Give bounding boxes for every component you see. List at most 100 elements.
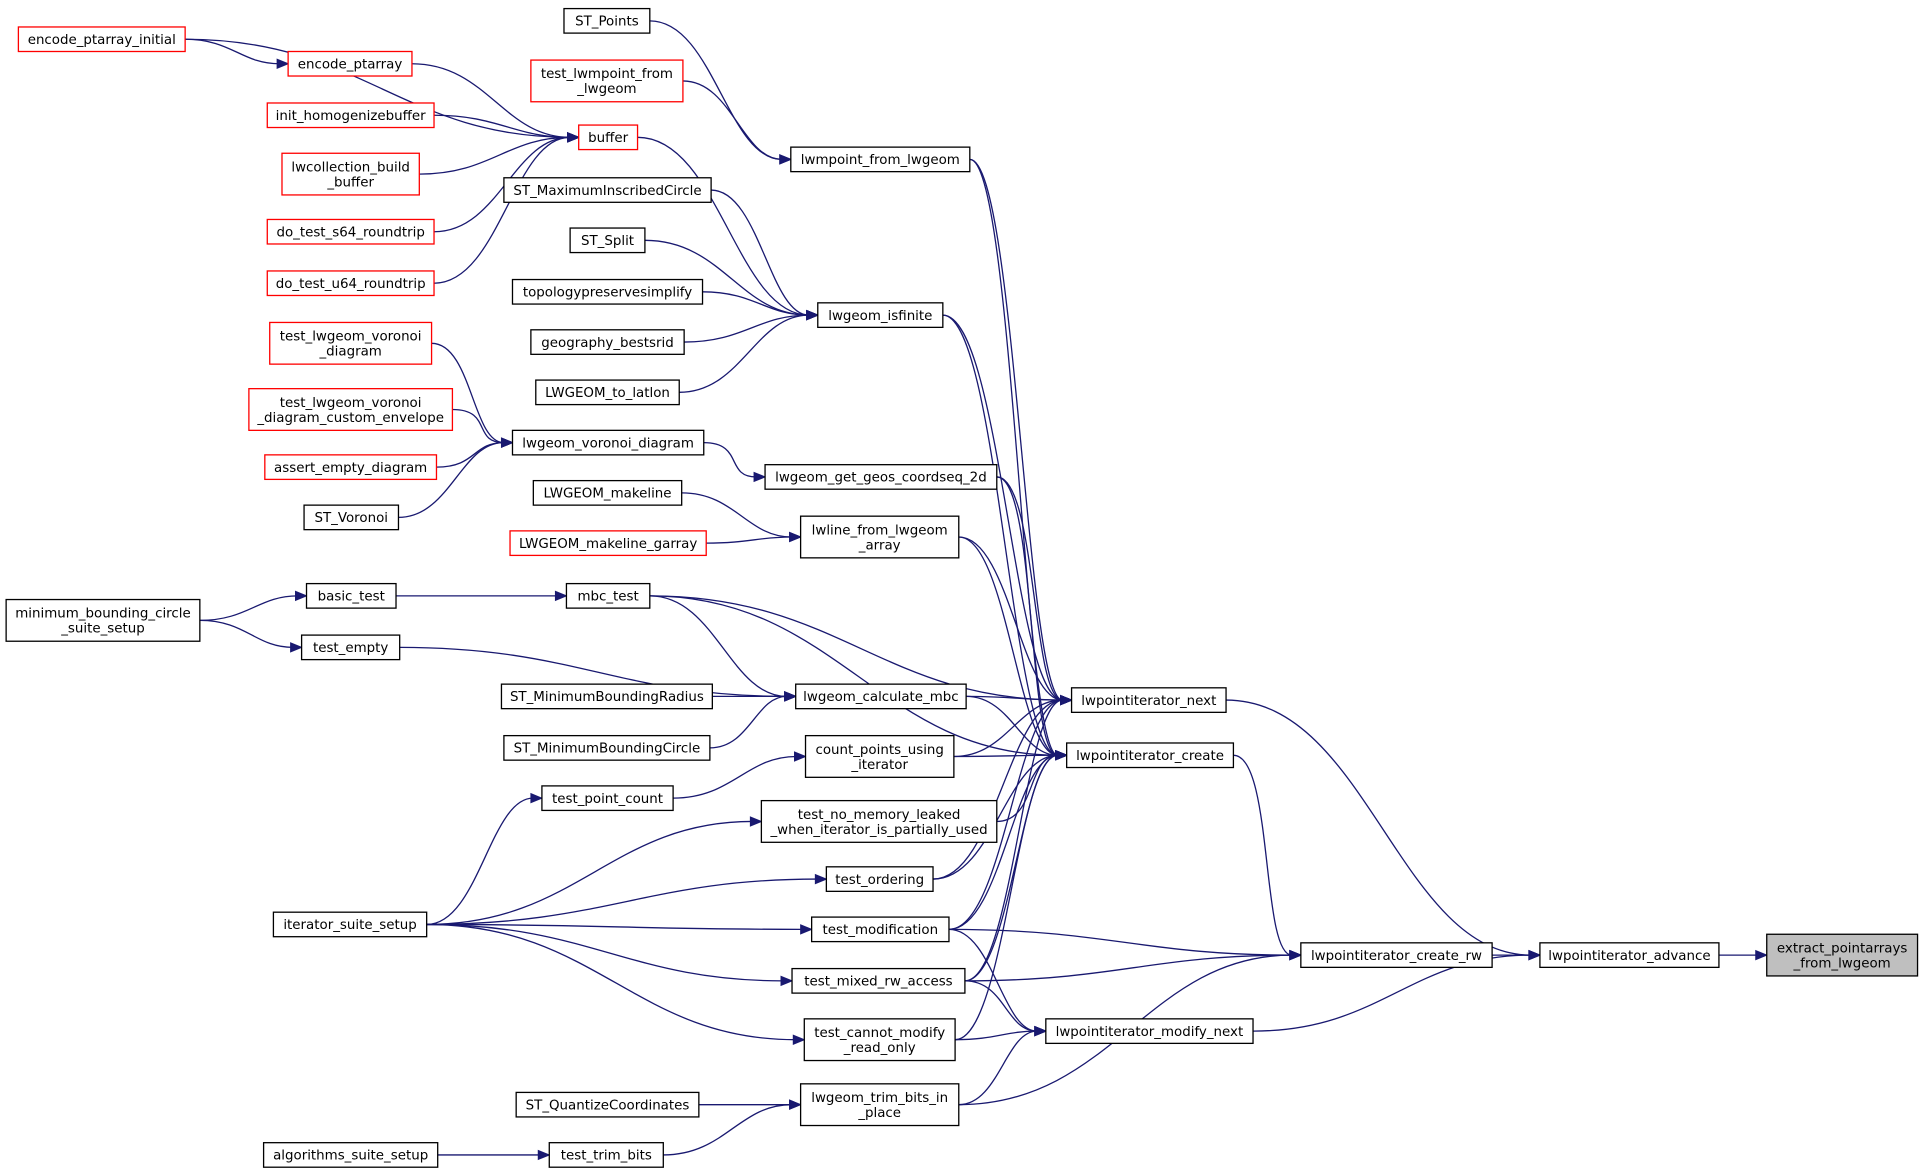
edge-line	[964, 954, 1292, 982]
node-box	[511, 429, 705, 456]
node-box	[563, 7, 651, 34]
edge-arrowhead	[1289, 949, 1303, 961]
edge-arrowhead	[1755, 949, 1769, 961]
node-box	[266, 218, 435, 245]
edge-arrowhead	[800, 924, 813, 935]
node-label: _from_lwgeom	[1793, 956, 1891, 971]
node-no-mem-leak[interactable]: test_no_memory_leaked_when_iterator_is_p…	[760, 799, 998, 843]
node-box	[799, 515, 960, 559]
node-trim-bits[interactable]: lwgeom_trim_bits_in_place	[799, 1083, 960, 1127]
node-modify-next[interactable]: lwpointiterator_modify_next	[1045, 1018, 1254, 1045]
edge-arrowhead	[1528, 949, 1542, 961]
node-st-quantize[interactable]: ST_QuantizeCoordinates	[515, 1091, 700, 1118]
edge-line	[996, 476, 1058, 756]
edge-line	[426, 923, 796, 1041]
node-label: test_modification	[823, 923, 939, 938]
node-test-trim-bits[interactable]: test_trim_bits	[548, 1142, 664, 1168]
node-basic-test[interactable]: basic_test	[305, 582, 397, 609]
edge-arrowhead	[779, 154, 793, 165]
node-label: lwgeom_voronoi_diagram	[522, 436, 694, 451]
node-init-homog[interactable]: init_homogenizebuffer	[266, 102, 435, 129]
node-to-latlon[interactable]: LWGEOM_to_latlon	[535, 379, 680, 406]
edge-lwpoint_from_lwgeom-to-next	[969, 158, 1073, 706]
node-lwcoll-build[interactable]: lwcollection_build_buffer	[281, 152, 420, 196]
node-lwline-from[interactable]: lwline_from_lwgeom_array	[799, 515, 960, 559]
node-makeline[interactable]: LWGEOM_makeline	[532, 479, 683, 506]
node-label: lwpointiterator_next	[1081, 694, 1216, 709]
node-u64[interactable]: do_test_u64_roundtrip	[266, 270, 435, 297]
edge-arrowhead	[806, 309, 820, 321]
edge-line	[637, 136, 809, 316]
node-box	[503, 734, 711, 761]
node-st-points[interactable]: ST_Points	[563, 7, 651, 34]
node-voronoi-custom[interactable]: test_lwgeom_voronoi_diagram_custom_envel…	[248, 388, 454, 431]
edge-line	[682, 80, 782, 161]
node-topo[interactable]: topologypreservesimplify	[511, 278, 704, 305]
edge-line	[933, 699, 1063, 880]
node-voronoi[interactable]: lwgeom_voronoi_diagram	[511, 429, 705, 456]
node-box	[262, 1142, 439, 1168]
node-next[interactable]: lwpointiterator_next	[1070, 687, 1227, 713]
node-lwpoint-from-lwgeom[interactable]: lwmpoint_from_lwgeom	[790, 146, 971, 173]
edge-arrowhead	[276, 58, 290, 69]
node-label: do_test_u64_roundtrip	[276, 277, 426, 292]
node-label: _read_only	[843, 1041, 916, 1056]
node-st-mbr[interactable]: ST_MinimumBoundingRadius	[500, 683, 713, 710]
edge-line	[711, 189, 809, 316]
node-encode-initial[interactable]: encode_ptarray_initial	[17, 26, 186, 53]
edge-arrowhead	[794, 751, 807, 762]
node-assert-empty[interactable]: assert_empty_diagram	[264, 454, 438, 481]
node-test-empty[interactable]: test_empty	[300, 634, 401, 661]
node-encode-ptarray[interactable]: encode_ptarray	[287, 50, 413, 77]
node-box	[764, 464, 998, 490]
node-st-voronoi[interactable]: ST_Voronoi	[303, 504, 400, 531]
node-label: extract_pointarrays	[1777, 941, 1907, 956]
node-label: lwgeom_isfinite	[828, 309, 932, 324]
node-test-lwmpoint[interactable]: test_lwmpoint_from_lwgeom	[530, 59, 684, 103]
node-iter-suite[interactable]: iterator_suite_setup	[272, 911, 428, 938]
node-box	[569, 227, 646, 254]
node-st-mic[interactable]: ST_MaximumInscribedCircle	[503, 177, 712, 203]
node-get-geos[interactable]: lwgeom_get_geos_coordseq_2d	[764, 464, 998, 490]
node-test-ordering[interactable]: test_ordering	[825, 866, 934, 892]
node-label: geography_bestsrid	[541, 336, 673, 351]
edge-line	[1226, 699, 1531, 956]
edge-line	[933, 754, 1058, 880]
edge-next-to-advance	[1226, 699, 1542, 961]
edge-iter_suite-to-no_mem_leak	[426, 816, 763, 926]
node-st-split[interactable]: ST_Split	[569, 227, 646, 254]
edges-layer	[185, 20, 1769, 1161]
node-box	[1766, 933, 1919, 977]
node-geog[interactable]: geography_bestsrid	[530, 329, 685, 355]
node-buffer[interactable]: buffer	[578, 124, 639, 151]
node-test-mixed[interactable]: test_mixed_rw_access	[791, 967, 966, 994]
node-create[interactable]: lwpointiterator_create	[1066, 742, 1235, 769]
node-label: test_empty	[313, 641, 388, 656]
edge-line	[399, 646, 787, 698]
node-lwgeom-isfinite[interactable]: lwgeom_isfinite	[817, 302, 944, 329]
edge-arrowhead	[530, 792, 544, 804]
node-create-rw[interactable]: lwpointiterator_create_rw	[1300, 942, 1493, 969]
node-s64[interactable]: do_test_s64_roundtrip	[266, 218, 435, 245]
node-label: algorithms_suite_setup	[273, 1149, 428, 1164]
node-voronoi-diag[interactable]: test_lwgeom_voronoi_diagram	[269, 321, 433, 365]
node-algo-suite[interactable]: algorithms_suite_setup	[262, 1142, 439, 1168]
node-label: LWGEOM_to_latlon	[545, 386, 670, 401]
node-box	[530, 329, 685, 355]
edge-line	[419, 136, 570, 175]
edge-line	[679, 314, 809, 393]
node-count-points[interactable]: count_points_using_iterator	[804, 734, 955, 778]
node-test-modification[interactable]: test_modification	[810, 916, 950, 943]
edge-arrowhead	[753, 471, 767, 483]
node-calc-mbc[interactable]: lwgeom_calculate_mbc	[795, 683, 967, 710]
node-makeline-garray[interactable]: LWGEOM_makeline_garray	[509, 530, 707, 557]
node-label: ST_MinimumBoundingCircle	[514, 742, 701, 757]
node-mbc-suite[interactable]: minimum_bounding_circle_suite_setup	[5, 598, 201, 642]
edge-line	[426, 923, 803, 930]
edge-line	[426, 878, 818, 926]
node-test-point-count[interactable]: test_point_count	[541, 785, 674, 812]
node-mbc-test[interactable]: mbc_test	[565, 582, 651, 609]
node-advance[interactable]: lwpointiterator_advance	[1539, 942, 1720, 969]
node-test-cannot[interactable]: test_cannot_modify_read_only	[803, 1018, 956, 1062]
node-st-mbc[interactable]: ST_MinimumBoundingCircle	[503, 734, 711, 761]
